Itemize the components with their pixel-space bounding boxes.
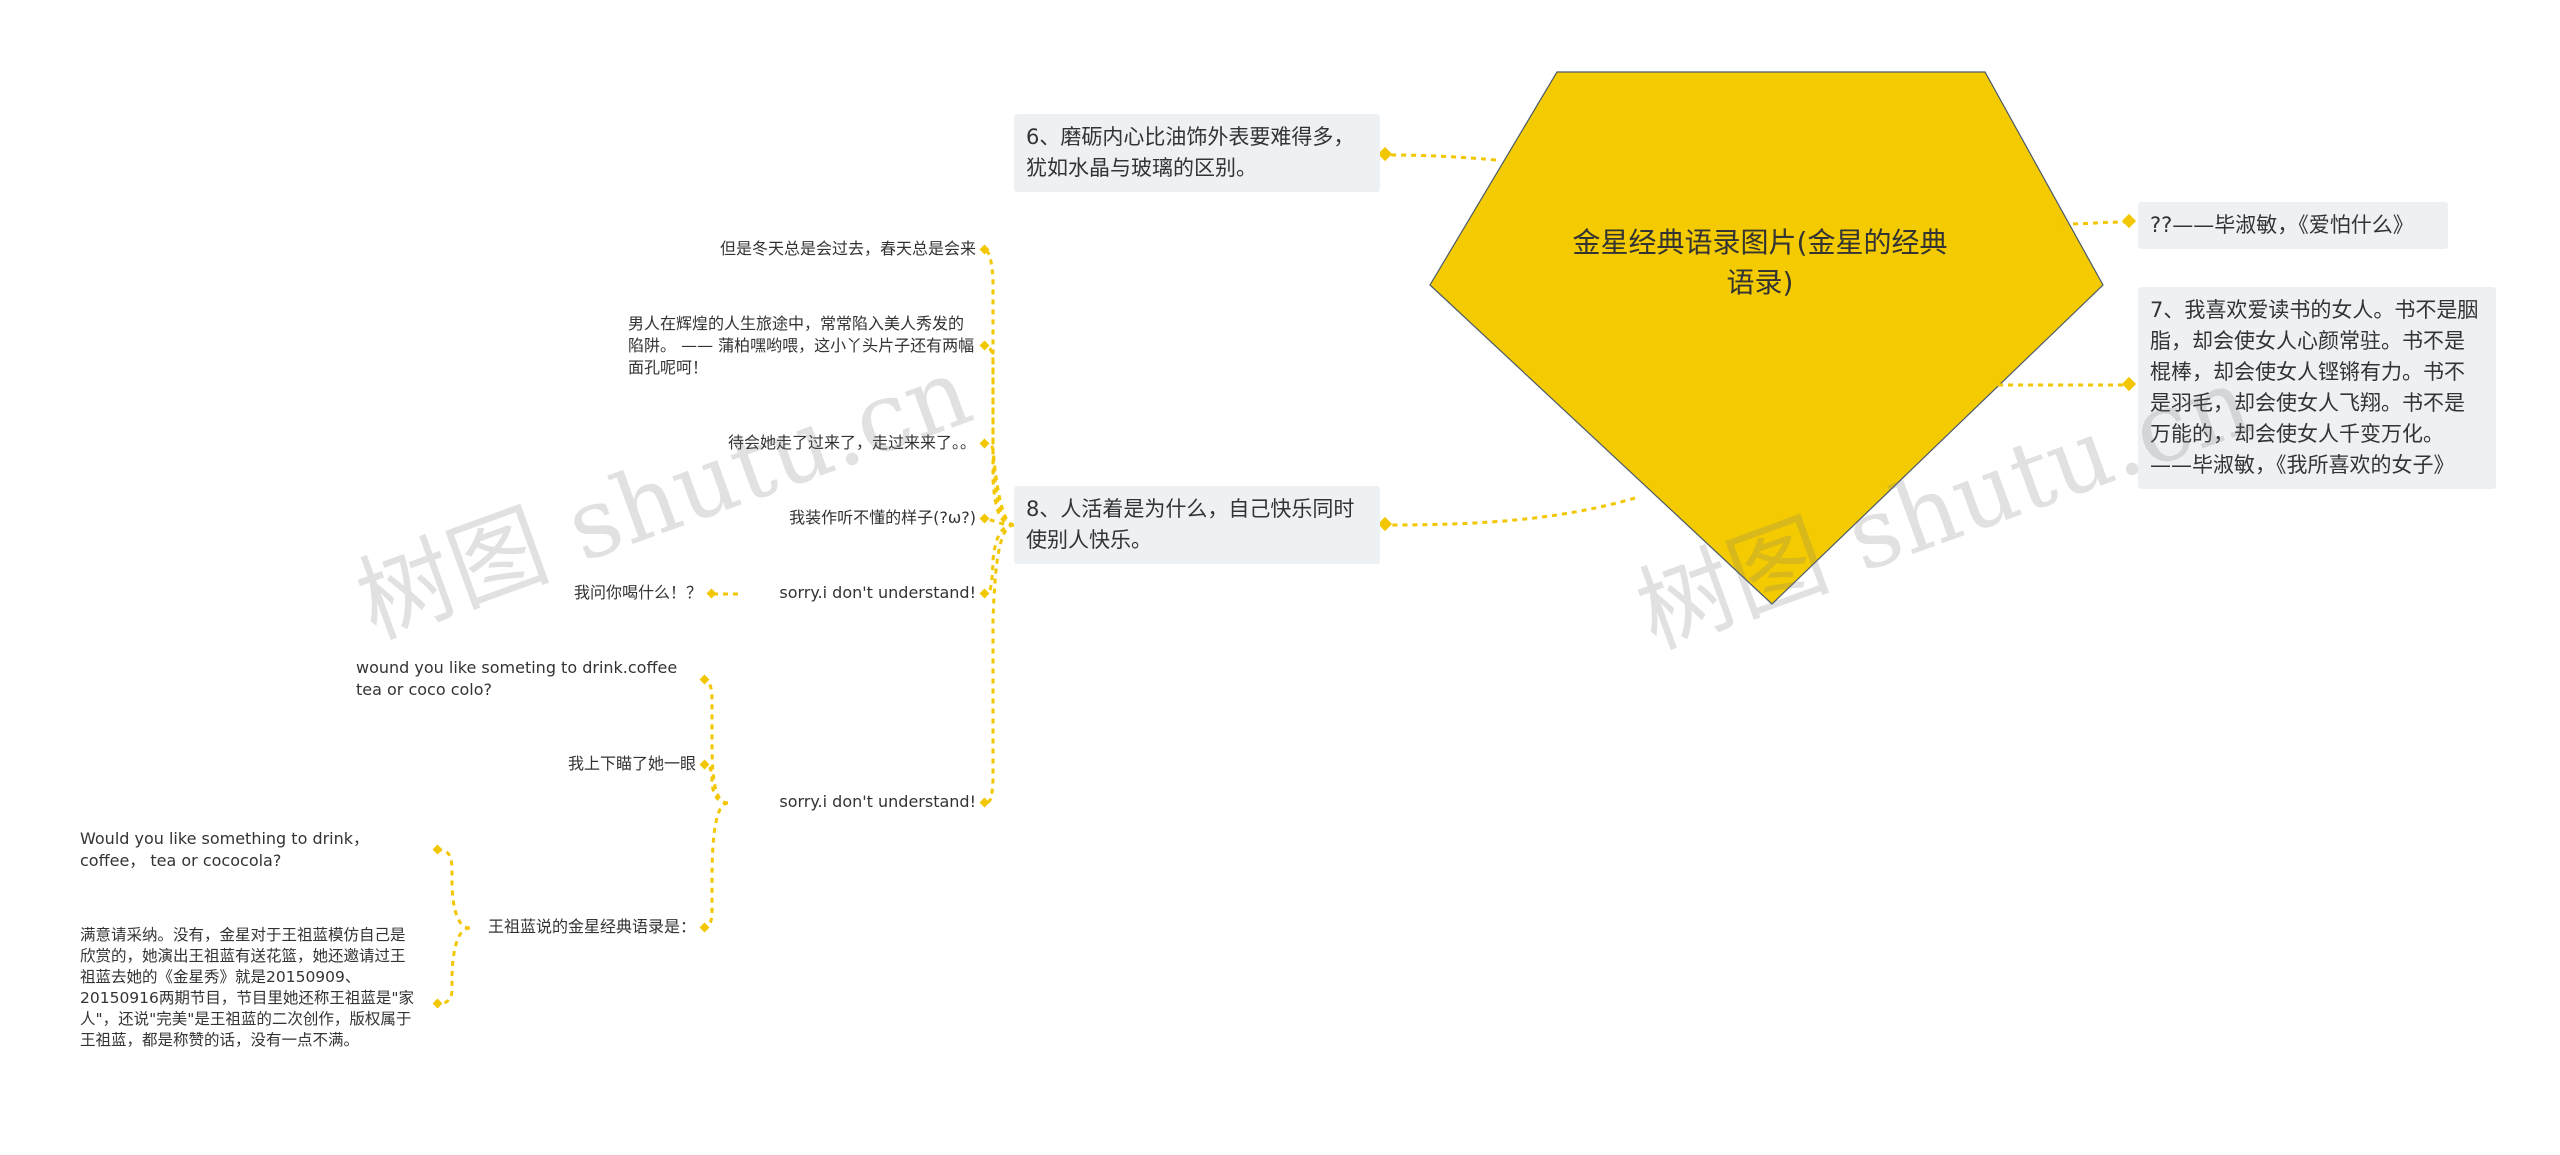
dot-c5 xyxy=(979,588,990,599)
dot-c5-child xyxy=(706,588,717,599)
branch8-child-2[interactable]: 男人在辉煌的人生旅途中，常常陷入美人秀发的陷阱。 —— 蒲柏嘿哟喂，这小丫头片子… xyxy=(628,314,975,377)
dot-right2 xyxy=(2121,376,2137,392)
link-center-node6 xyxy=(1387,153,1497,162)
link-8-c5 xyxy=(984,523,1015,596)
link-center-node8 xyxy=(1387,496,1636,527)
central-topic-shape[interactable] xyxy=(1429,71,2104,605)
link-c6-s1 xyxy=(704,678,729,805)
branch8-child-4[interactable]: 我装作听不懂的样子(?ω?) xyxy=(789,508,976,527)
child6-sub-3[interactable]: 王祖蓝说的金星经典语录是： xyxy=(487,917,696,936)
link-8-c1 xyxy=(984,248,1015,527)
branch8-child-6[interactable]: sorry.i don't understand! xyxy=(779,792,976,811)
dot-c1 xyxy=(979,244,990,255)
link-c6-s2 xyxy=(704,763,729,805)
child6-sub-1[interactable]: wound you like someting to drink.coffee … xyxy=(356,658,678,699)
dot-s2 xyxy=(699,759,710,770)
link-s3-ss2 xyxy=(437,926,471,1006)
dot-node6 xyxy=(1377,146,1393,162)
left-node-6[interactable]: 6、磨砺内心比油饰外表要难得多，犹如水晶与玻璃的区别。 xyxy=(1014,114,1380,192)
dot-ss2 xyxy=(432,998,443,1009)
link-c6-s3 xyxy=(704,801,729,930)
dot-node8 xyxy=(1377,516,1393,532)
dot-c2 xyxy=(979,340,990,351)
dot-ss1 xyxy=(432,844,443,855)
connector-lines xyxy=(437,153,2131,1006)
dot-s3 xyxy=(699,922,710,933)
link-center-right1 xyxy=(2062,220,2131,226)
branch8-child-1[interactable]: 但是冬天总是会过去，春天总是会来 xyxy=(719,239,976,258)
child6-sub-2[interactable]: 我上下瞄了她一眼 xyxy=(567,754,696,773)
sub3-child-2[interactable]: 满意请采纳。没有，金星对于王祖蓝模仿自己是欣赏的，她演出王祖蓝有送花篮，她还邀请… xyxy=(80,926,415,1049)
central-topic-label[interactable]: 金星经典语录图片(金星的经典语录) xyxy=(1572,226,1948,299)
sub3-child-1[interactable]: Would you like something to drink，coffee… xyxy=(80,829,370,870)
dot-c6 xyxy=(979,797,990,808)
dot-s1 xyxy=(699,674,710,685)
dot-c4 xyxy=(979,513,990,524)
branch8-child-5-sub[interactable]: 我问你喝什么！？ xyxy=(573,583,702,602)
branch8-child-5[interactable]: sorry.i don't understand! xyxy=(779,583,976,602)
link-s3-ss1 xyxy=(437,848,471,930)
right-node-2[interactable]: 7、我喜欢爱读书的女人。书不是胭脂，却会使女人心颜常驻。书不是棍棒，却会使女人铿… xyxy=(2138,287,2496,489)
dot-c3 xyxy=(979,438,990,449)
branch8-child-3[interactable]: 待会她走了过来了，走过来来了。。 xyxy=(727,433,976,452)
dot-right1 xyxy=(2121,213,2137,229)
right-node-1[interactable]: ??——毕淑敏，《爱怕什么》 xyxy=(2138,202,2448,249)
link-8-c3 xyxy=(984,442,1015,527)
link-8-c6 xyxy=(984,523,1015,805)
left-node-8[interactable]: 8、人活着是为什么，自己快乐同时使别人快乐。 xyxy=(1014,486,1380,564)
